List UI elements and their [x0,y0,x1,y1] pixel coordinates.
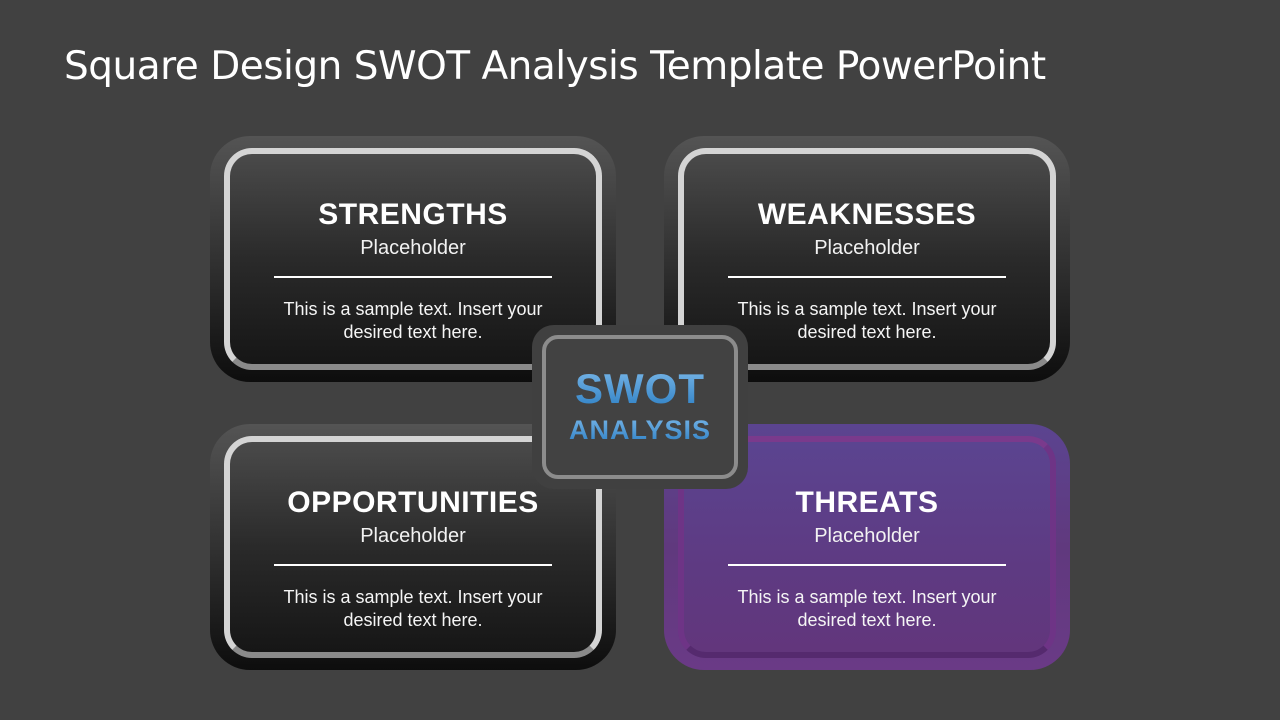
threats-card: THREATS Placeholder This is a sample tex… [664,424,1070,670]
threats-subtitle: Placeholder [814,525,920,547]
threats-card-inner: THREATS Placeholder This is a sample tex… [678,436,1056,658]
weaknesses-heading: WEAKNESSES [757,198,977,231]
weaknesses-card-inner: WEAKNESSES Placeholder This is a sample … [678,148,1056,370]
threats-divider [728,564,1006,566]
strengths-card: STRENGTHS Placeholder This is a sample t… [210,136,616,382]
swot-center-inner: SWOT ANALYSIS [542,335,738,479]
strengths-body-line2: desired text here. [343,322,483,342]
strengths-body: This is a sample text. Insert your desir… [230,298,596,344]
weaknesses-body-line1: This is a sample text. Insert your [737,299,997,319]
weaknesses-subtitle: Placeholder [814,237,920,259]
threats-body-line2: desired text here. [797,610,937,630]
strengths-body-line1: This is a sample text. Insert your [283,299,543,319]
opportunities-body-line1: This is a sample text. Insert your [283,587,543,607]
opportunities-heading: OPPORTUNITIES [287,486,539,519]
analysis-label: ANALYSIS [546,415,734,445]
strengths-card-inner: STRENGTHS Placeholder This is a sample t… [224,148,602,370]
swot-center-badge: SWOT ANALYSIS [532,325,748,489]
threats-heading: THREATS [795,486,939,519]
strengths-divider [274,276,552,278]
strengths-heading: STRENGTHS [318,198,508,231]
weaknesses-divider [728,276,1006,278]
swot-label: SWOT [546,367,734,411]
strengths-subtitle: Placeholder [360,237,466,259]
threats-body: This is a sample text. Insert your desir… [684,586,1050,632]
opportunities-subtitle: Placeholder [360,525,466,547]
opportunities-body-line2: desired text here. [343,610,483,630]
weaknesses-body-line2: desired text here. [797,322,937,342]
threats-body-line1: This is a sample text. Insert your [737,587,997,607]
weaknesses-body: This is a sample text. Insert your desir… [684,298,1050,344]
slide-title: Square Design SWOT Analysis Template Pow… [64,44,1046,89]
opportunities-divider [274,564,552,566]
opportunities-body: This is a sample text. Insert your desir… [230,586,596,632]
